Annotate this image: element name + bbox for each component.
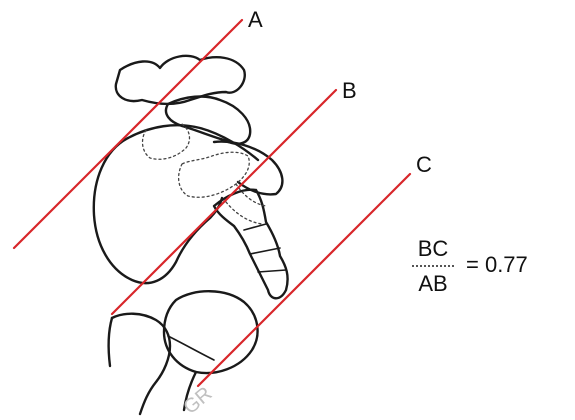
femoral-head-outline [164, 291, 258, 373]
sacrum-outline [214, 190, 288, 299]
pubis-outline [112, 314, 170, 414]
watermark: GR [179, 383, 216, 419]
dotted-contour [226, 202, 262, 224]
vertebra-upper-outline [116, 56, 245, 104]
ratio-numerator: BC [412, 236, 454, 262]
line-label-b: B [342, 78, 357, 103]
sacral-segment-line [250, 248, 280, 254]
ischium-outline [109, 318, 112, 366]
sacral-segment-line [244, 224, 266, 230]
line-label-c: C [416, 152, 432, 177]
ratio-denominator: AB [412, 271, 454, 297]
sacral-segment-line [258, 270, 286, 272]
iliac-wing-outline [94, 138, 222, 283]
ratio-fraction: BC AB [412, 236, 454, 297]
dotted-contour [179, 152, 250, 197]
obturator-inner-line [168, 336, 214, 360]
ratio-value: = 0.77 [466, 252, 528, 278]
fraction-bar [412, 265, 454, 267]
line-label-a: A [248, 7, 263, 32]
ratio-formula: BC AB = 0.77 [412, 236, 562, 306]
